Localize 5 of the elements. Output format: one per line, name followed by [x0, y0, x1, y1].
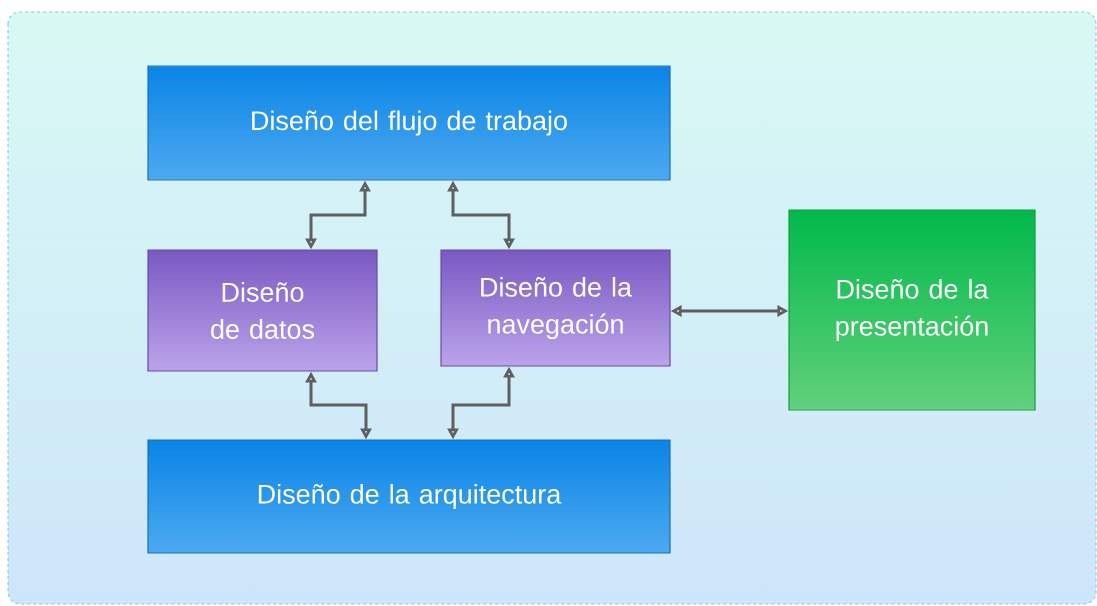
process-box: Diseño del flujo de trabajo: [147, 65, 671, 181]
process-box: Diseño de la navegación: [440, 249, 671, 367]
process-box: Diseño de datos: [147, 249, 378, 372]
process-box: Diseño de la arquitectura: [147, 439, 671, 554]
process-box: Diseño de la presentación: [788, 209, 1036, 411]
